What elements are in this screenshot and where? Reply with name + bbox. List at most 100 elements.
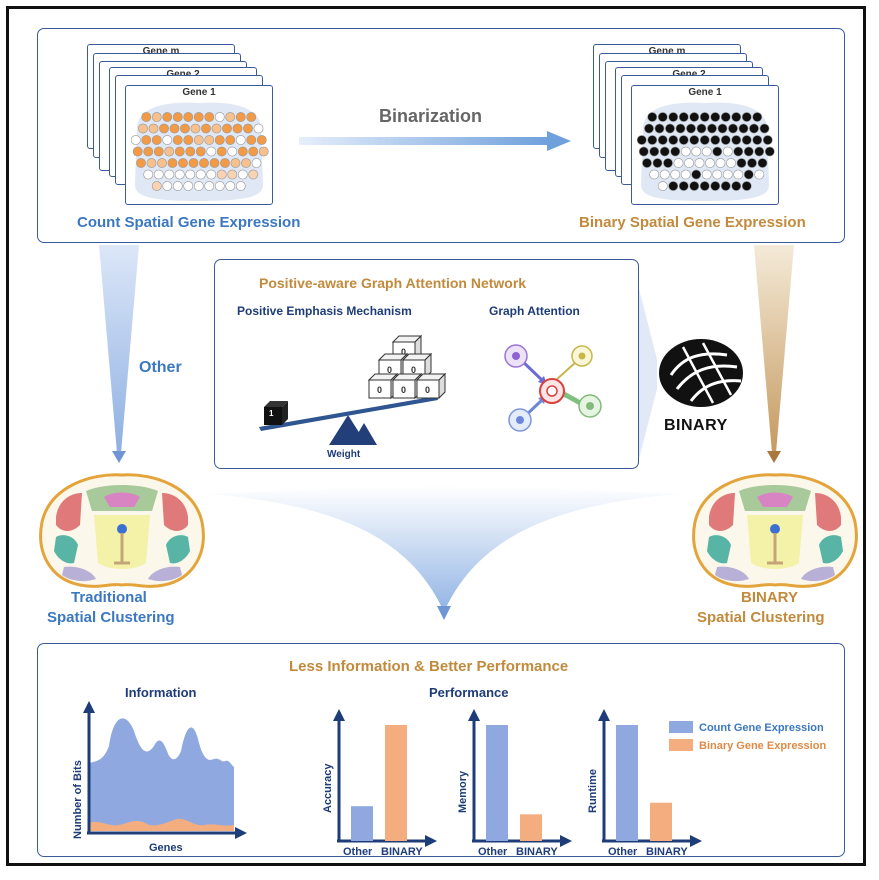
bar-other: [486, 725, 508, 841]
expression-spot: [216, 146, 227, 157]
expression-spot: [151, 112, 162, 122]
expression-spot: [638, 146, 649, 157]
expression-spot: [710, 181, 721, 191]
brain-region: [767, 533, 783, 565]
expression-spot: [722, 146, 733, 157]
expression-spot: [204, 181, 215, 191]
expression-spot: [251, 158, 262, 168]
one-block-label: 1: [269, 409, 274, 418]
expression-spot: [235, 135, 246, 145]
expression-spot: [256, 135, 267, 145]
expression-spot: [162, 112, 173, 122]
expression-spot: [258, 146, 269, 157]
svg-text:0: 0: [425, 385, 430, 395]
expression-spot: [743, 146, 754, 157]
expression-spot: [680, 146, 691, 157]
expression-spot: [733, 146, 744, 157]
svg-text:0: 0: [377, 385, 382, 395]
expression-spot: [174, 169, 185, 180]
expression-spot: [712, 146, 723, 157]
expression-spot: [705, 158, 715, 168]
expression-spot: [193, 181, 204, 191]
expression-spot: [699, 135, 710, 145]
legend-label: Count Gene Expression: [699, 722, 824, 734]
expression-spot: [733, 169, 744, 180]
bar-category-label: Other: [478, 846, 508, 858]
expression-spot: [684, 158, 694, 168]
expression-spot: [214, 135, 225, 145]
y-axis-arrow: [468, 709, 480, 721]
bar-chart-ylabel: Accuracy: [322, 763, 334, 813]
expression-spot: [741, 181, 752, 191]
binary-logo-text: BINARY: [664, 417, 728, 434]
legend-label: Binary Gene Expression: [699, 740, 826, 752]
expression-spot: [193, 112, 204, 122]
expression-spot: [188, 158, 199, 168]
expression-spot: [752, 135, 763, 145]
expression-spot: [710, 135, 721, 145]
brain-region: [162, 493, 188, 531]
expression-spot: [169, 123, 180, 134]
svg-text:0: 0: [411, 365, 416, 375]
expression-spot: [649, 146, 660, 157]
expression-spot: [657, 112, 668, 122]
expression-spot: [232, 123, 243, 134]
brain-region: [148, 566, 182, 582]
expression-spot: [248, 169, 259, 180]
expression-spot: [668, 112, 679, 122]
expression-spot: [710, 112, 721, 122]
expression-spot: [222, 123, 232, 134]
expression-spot: [174, 146, 185, 157]
svg-text:0: 0: [401, 347, 406, 357]
svg-text:0: 0: [387, 365, 392, 375]
expression-spot: [670, 169, 681, 180]
expression-spot: [167, 158, 178, 168]
svg-text:0: 0: [401, 385, 406, 395]
expression-spot: [689, 181, 700, 191]
expression-spot: [138, 123, 148, 134]
expression-spot: [647, 112, 658, 122]
brain-region: [117, 524, 127, 534]
expression-spot: [241, 158, 251, 168]
bar-binary: [385, 725, 407, 841]
expression-spot: [132, 146, 143, 157]
expression-spot: [225, 135, 236, 145]
expression-spot: [216, 169, 227, 180]
expression-spot: [644, 123, 654, 134]
expression-spot: [211, 123, 222, 134]
expression-spot: [668, 135, 679, 145]
expression-spot: [225, 112, 236, 122]
weight-label: Weight: [327, 449, 361, 460]
expression-spot: [153, 169, 164, 180]
binary-label-line2: Spatial Clustering: [697, 609, 825, 626]
information-ylabel: Number of Bits: [72, 760, 84, 839]
expression-spot: [164, 169, 175, 180]
brain-region: [801, 566, 835, 582]
expression-spot: [162, 181, 173, 191]
expression-spot: [148, 123, 159, 134]
brain-region: [54, 535, 78, 564]
brain-region: [715, 566, 749, 582]
seesaw-illustration: [259, 396, 438, 445]
binarization-label: Binarization: [379, 106, 483, 126]
binary-bits-area: [89, 818, 234, 831]
binary-label-line1: BINARY: [741, 589, 798, 606]
expression-spot: [715, 158, 726, 168]
expression-spot: [699, 181, 710, 191]
expression-spot: [722, 169, 733, 180]
expression-spot: [694, 158, 705, 168]
binary-clustering-brain: [692, 473, 858, 588]
expression-spot: [225, 181, 236, 191]
expression-spot: [659, 169, 670, 180]
bar-chart-ylabel: Runtime: [587, 769, 599, 813]
right-down-arrow: [754, 245, 794, 463]
expression-spot: [731, 181, 742, 191]
expression-spot: [752, 112, 763, 122]
expression-spot: [246, 135, 257, 145]
expression-spot: [178, 158, 188, 168]
expression-spot: [136, 158, 146, 168]
expression-spot: [754, 169, 765, 180]
